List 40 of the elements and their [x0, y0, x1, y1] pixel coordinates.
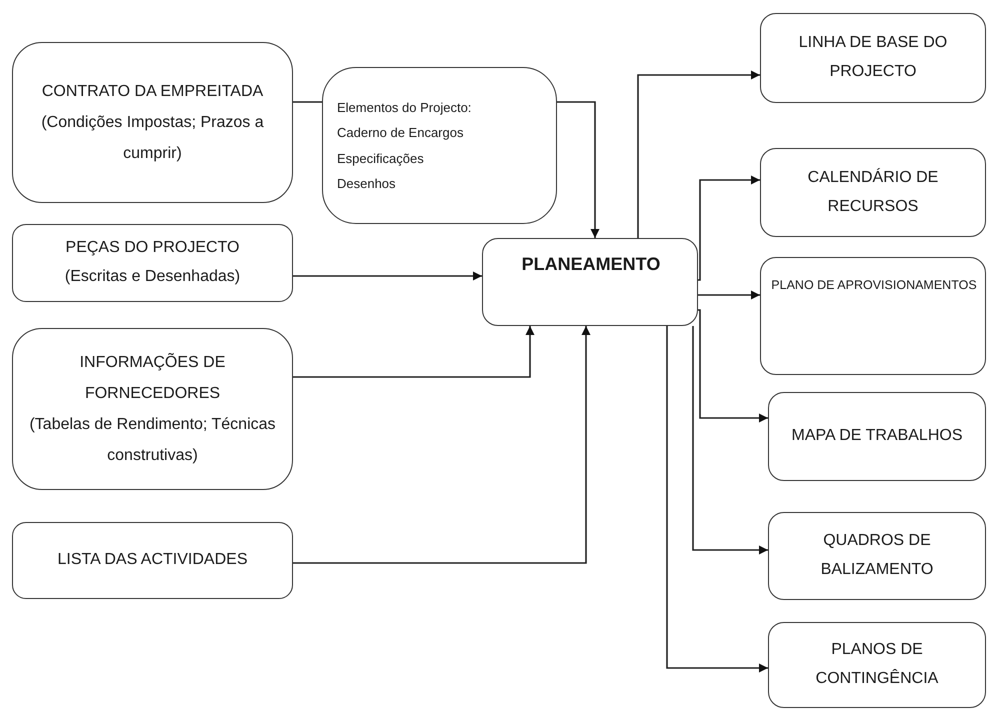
process-box [322, 67, 557, 224]
box-text: Elementos do Projecto: [337, 98, 472, 117]
box-text: Especificações [337, 150, 424, 168]
box-text: MAPA DE TRABALHOS [791, 426, 962, 446]
box-text: CALENDÁRIO DE RECURSOS [806, 167, 940, 216]
process-box [760, 257, 986, 375]
arrow [293, 326, 534, 378]
arrow [698, 309, 768, 422]
box-text: INFORMAÇÕES DE FORNECEDORES [78, 352, 226, 404]
arrow [698, 176, 760, 281]
process-box [12, 522, 293, 599]
box-text: (Tabelas de Rendimento; Técnicas construtivas) [28, 415, 277, 466]
box-text: Caderno de Encargos [337, 124, 464, 142]
arrow [557, 101, 600, 238]
process-box [12, 42, 293, 203]
arrow [293, 272, 482, 280]
box-text: LISTA DAS ACTIVIDADES [58, 550, 248, 570]
box-text: QUADROS DE BALIZAMENTO [820, 531, 934, 580]
box-text: PEÇAS DO PROJECTO [66, 238, 240, 258]
arrow [692, 326, 768, 554]
box-text: (Escritas e Desenhadas) [64, 267, 240, 287]
arrow [698, 290, 760, 300]
box-text: PLANOS DE CONTINGÊNCIA [814, 640, 940, 689]
box-text: CONTRATO DA EMPREITADA [42, 82, 264, 102]
process-box [12, 224, 293, 302]
box-text: Desenhos [337, 174, 396, 193]
arrow [637, 70, 760, 238]
process-box [760, 13, 986, 103]
process-box [768, 512, 986, 600]
process-box [12, 328, 293, 490]
process-box [760, 148, 986, 237]
box-text: PLANEAMENTO [522, 253, 660, 276]
box-text: (Condições Impostas; Prazos a cumprir) [40, 112, 265, 164]
process-box [768, 392, 986, 481]
process-box [482, 238, 698, 326]
connector-line [293, 101, 322, 103]
box-text: PLANO DE APROVISIONAMENTOS [771, 277, 977, 294]
arrow [293, 326, 590, 564]
process-box [768, 622, 986, 708]
box-text: LINHA DE BASE DO PROJECTO [798, 33, 948, 82]
